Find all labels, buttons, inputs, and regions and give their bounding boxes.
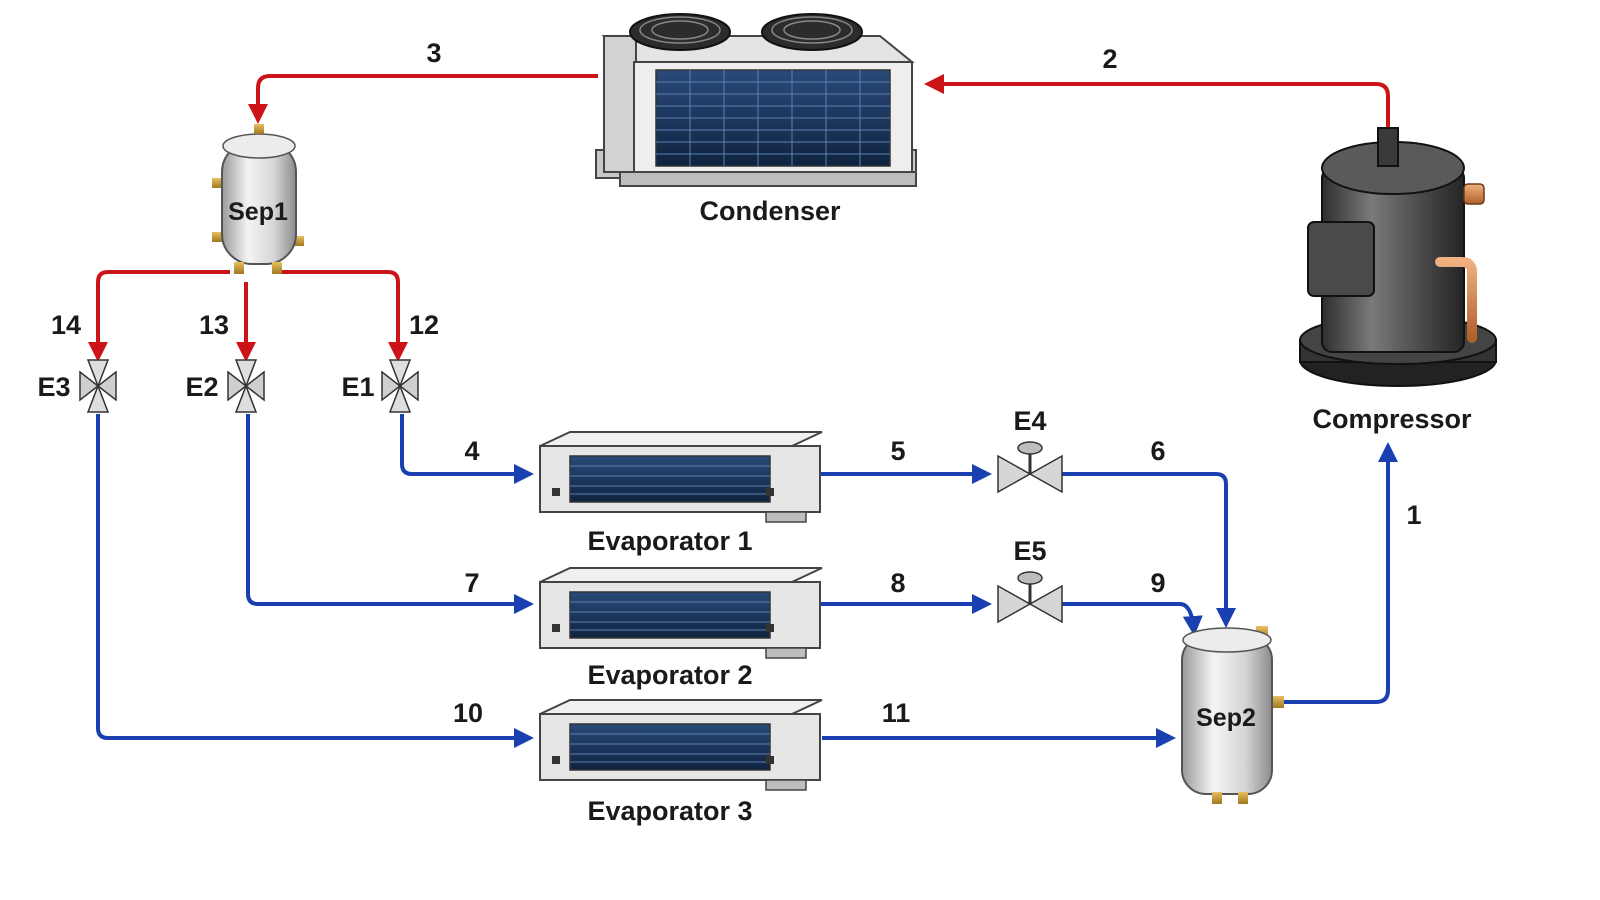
pipe-12: [278, 270, 408, 362]
stream-4-label: 4: [464, 436, 479, 466]
compressor: [1299, 127, 1497, 387]
compressor-terminal-box: [1307, 221, 1375, 297]
condenser-label: Condenser: [699, 196, 841, 226]
sep2: [1181, 626, 1284, 804]
stream-10-label: 10: [453, 698, 483, 728]
valve-e4-icon: [997, 441, 1063, 494]
valve-e5-label: E5: [1013, 536, 1046, 566]
hot-pipes: [88, 74, 1390, 362]
pipe-3: [248, 74, 598, 124]
stream-2-label: 2: [1102, 44, 1117, 74]
sep1-label: Sep1: [228, 198, 288, 226]
sep1: [212, 124, 304, 274]
pipe-9: [1062, 602, 1203, 636]
sep2-label: Sep2: [1196, 704, 1256, 732]
evaporator-1-unit: [539, 431, 823, 523]
stream-12-label: 12: [409, 310, 439, 340]
pipe-7: [246, 414, 534, 614]
valve-e2-icon: [227, 359, 265, 413]
pipe-10: [96, 414, 534, 748]
cold-pipes: [96, 414, 1398, 748]
pipe-2: [924, 74, 1390, 128]
stream-11-label: 11: [882, 698, 911, 728]
stream-14-label: 14: [51, 310, 81, 340]
compressor-suction-pipe: [1435, 257, 1477, 343]
stream-6-label: 6: [1150, 436, 1165, 466]
stream-1-label: 1: [1406, 500, 1421, 530]
pipe-4: [400, 414, 534, 484]
evaporator-2-label: Evaporator 2: [587, 660, 752, 690]
pipe-14: [88, 270, 230, 362]
condenser: [595, 13, 917, 187]
stream-9-label: 9: [1150, 568, 1165, 598]
pipe-1: [1282, 442, 1398, 704]
stream-8-label: 8: [890, 568, 905, 598]
evaporator-1-label: Evaporator 1: [587, 526, 752, 556]
condenser-fins: [656, 70, 890, 166]
evaporator-3-unit: [539, 699, 823, 791]
stream-5-label: 5: [890, 436, 905, 466]
fan-left-icon: [629, 13, 731, 51]
valve-e5-icon: [997, 571, 1063, 624]
valve-e4-label: E4: [1013, 406, 1046, 436]
valve-e1-icon: [381, 359, 419, 413]
fan-right-icon: [761, 13, 863, 51]
evaporator-2-unit: [539, 567, 823, 659]
valve-e1-label: E1: [341, 372, 374, 402]
stream-13-label: 13: [199, 310, 229, 340]
valve-e2-label: E2: [185, 372, 218, 402]
stream-7-label: 7: [464, 568, 479, 598]
compressor-label: Compressor: [1312, 404, 1472, 434]
valve-e3-label: E3: [37, 372, 70, 402]
evaporator-3-label: Evaporator 3: [587, 796, 752, 826]
stream-3-label: 3: [426, 38, 441, 68]
valve-e3-icon: [79, 359, 117, 413]
pipe-6: [1062, 472, 1236, 628]
